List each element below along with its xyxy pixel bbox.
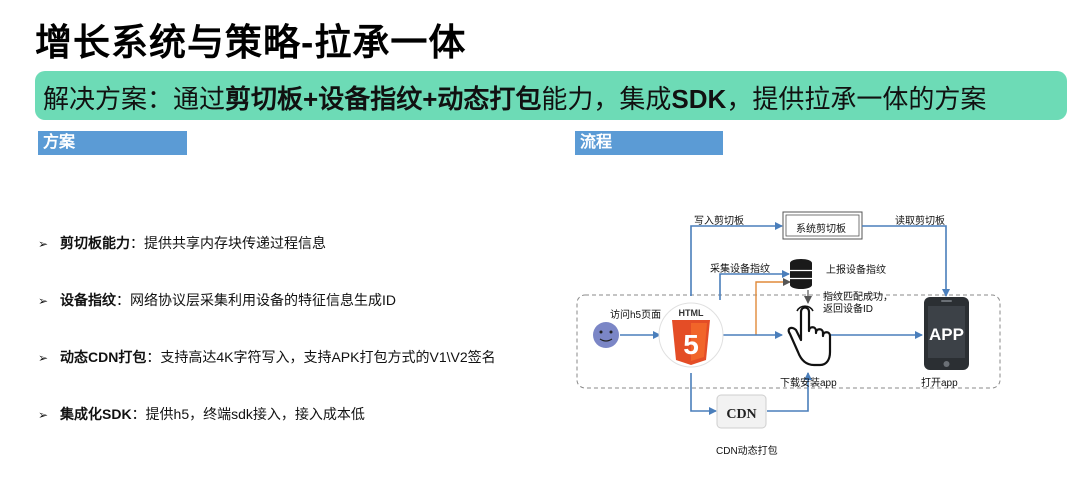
cdn-icon: CDN — [716, 394, 767, 429]
open-app-label: 打开app — [921, 378, 958, 389]
svg-text:CDN: CDN — [726, 407, 756, 422]
html5-icon: HTML 5 — [658, 302, 724, 368]
user-face-icon — [593, 322, 619, 348]
user-flow-dashed-frame — [576, 294, 1001, 389]
cdn-dynamic-label: CDN动态打包 — [716, 446, 778, 457]
bullet-arrow-icon: ➢ — [38, 408, 49, 422]
bullet-arrow-icon: ➢ — [38, 294, 49, 308]
system-clipboard-label: 系统剪切板 — [796, 224, 846, 235]
svg-text:5: 5 — [683, 329, 699, 360]
match-success-label: 指纹匹配成功，返回设备ID — [823, 292, 893, 315]
cdn-pack-arrow — [690, 373, 717, 415]
report-fingerprint-label: 上报设备指纹 — [826, 265, 886, 276]
app-phone-icon: APP — [924, 297, 969, 370]
solution-text: 解决方案：通过剪切板+设备指纹+动态打包能力，集成SDK，提供拉承一体的方案 — [43, 84, 987, 114]
write-clipboard-label: 写入剪切板 — [694, 216, 744, 227]
svg-text:HTML: HTML — [679, 308, 704, 318]
bullet-clipboard: ➢剪切板能力：提供共享内存块传递过程信息 — [38, 235, 326, 251]
bullet-arrow-icon: ➢ — [38, 237, 49, 251]
svg-text:APP: APP — [929, 325, 964, 344]
cdn-download-arrow — [767, 372, 812, 412]
database-icon — [790, 259, 812, 289]
section-flow-header: 流程 — [575, 131, 723, 155]
bullet-sdk: ➢集成化SDK：提供h5，终端sdk接入，接入成本低 — [38, 406, 365, 422]
write-clipboard-arrow — [690, 222, 783, 296]
bullet-fingerprint: ➢设备指纹：网络协议层采集利用设备的特征信息生成ID — [38, 292, 396, 308]
download-install-label: 下载安装app — [780, 378, 837, 389]
collect-fingerprint-arrow — [719, 270, 790, 300]
read-clipboard-arrow — [862, 225, 950, 297]
section-plan-header: 方案 — [38, 131, 187, 155]
bullet-arrow-icon: ➢ — [38, 351, 49, 365]
bullet-cdn: ➢动态CDN打包：支持高达4K字符写入，支持APK打包方式的V1\V2签名 — [38, 349, 496, 365]
read-clipboard-label: 读取剪切板 — [895, 216, 945, 227]
solution-banner: 解决方案：通过剪切板+设备指纹+动态打包能力，集成SDK，提供拉承一体的方案 — [35, 71, 1067, 120]
visit-h5-label: 访问h5页面 — [610, 310, 662, 321]
report-fingerprint-line — [755, 278, 791, 335]
touch-hand-icon — [787, 305, 832, 367]
page-title: 增长系统与策略-拉承一体 — [35, 22, 467, 63]
collect-fingerprint-label: 采集设备指纹 — [710, 264, 770, 275]
